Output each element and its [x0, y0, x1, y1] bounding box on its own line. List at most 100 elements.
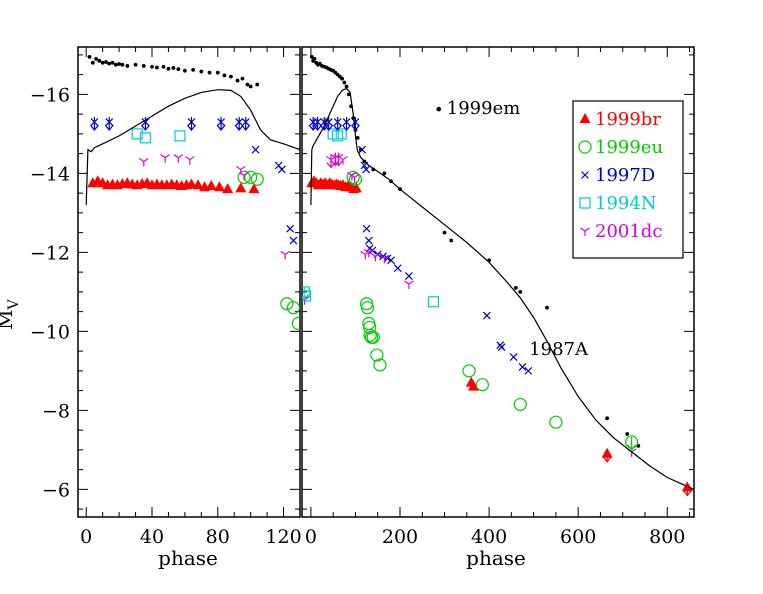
legend-marker-cross-icon: [581, 171, 589, 179]
legend-marker-square-icon: [579, 197, 591, 209]
data-point-1997D: [393, 264, 402, 273]
data-point-1997D: [362, 224, 371, 233]
legend-marker-circle-icon: [578, 140, 592, 154]
data-point-2001dc: [280, 250, 291, 260]
data-point-1999eu: [366, 330, 380, 344]
data-point-1999eu: [250, 172, 264, 186]
data-point-1999em: [442, 230, 447, 235]
series-line-1987A: [85, 89, 300, 206]
data-point-1999eu: [462, 364, 476, 378]
data-point-1999br: [222, 183, 234, 194]
data-point-1999em: [312, 56, 317, 61]
data-point-1999em: [125, 64, 130, 68]
data-point-1999em: [97, 58, 102, 63]
data-point-1999em: [141, 64, 146, 68]
data-point-1994N: [174, 130, 186, 142]
y-axis-label-main: M: [0, 310, 17, 330]
data-point-2001dc: [363, 248, 374, 258]
y-tick-label: −6: [42, 479, 70, 501]
data-point-1999em: [207, 70, 212, 75]
data-point-1999br: [248, 183, 260, 194]
data-point-1999eu: [513, 397, 527, 412]
data-point-1999br: [185, 178, 197, 189]
series-1999br: [87, 175, 260, 194]
y-tick-label: −16: [30, 84, 70, 106]
legend-box: [572, 100, 684, 259]
data-point-1999em: [107, 61, 112, 66]
data-point-1999em: [605, 416, 610, 421]
data-point-1999em: [120, 62, 125, 67]
x-tick-label: 80: [206, 526, 230, 548]
annotation-1987A: 1987A: [529, 339, 589, 360]
data-point-1999eu: [360, 301, 375, 315]
x-tick-label: 0: [305, 526, 317, 548]
data-point-1997D: [387, 256, 396, 265]
data-point-1999eu: [363, 320, 377, 335]
legend-marker-tristar-icon: [580, 227, 590, 236]
data-point-1999eu: [370, 348, 384, 362]
data-point-1999em: [176, 67, 181, 72]
plot-area: [302, 54, 694, 497]
series-1987A: [85, 89, 300, 206]
data-point-1997D: [383, 254, 392, 263]
y-tick-label: −12: [30, 242, 70, 264]
upper-limit-2001dc: [326, 152, 343, 169]
data-point-1999em: [235, 78, 240, 83]
annotation-dot: [436, 106, 442, 112]
data-point-1999em: [110, 60, 115, 65]
data-point-2001dc: [173, 154, 184, 163]
x-tick-label: 400: [471, 526, 507, 548]
data-point-1994N: [302, 290, 312, 302]
data-point-1997D: [362, 165, 371, 174]
data-point-1999eu: [286, 301, 300, 315]
upper-limit-1997D: [89, 117, 251, 132]
series-1994N: [302, 128, 440, 308]
data-point-1999eu: [237, 170, 251, 184]
upper-limit-arrow: [319, 117, 329, 132]
data-point-1999eu: [475, 378, 490, 392]
upper-limit-1999eu: [627, 436, 637, 451]
data-point-1997D: [289, 236, 298, 245]
series-1999eu: [346, 170, 639, 449]
data-point-1999eu: [346, 170, 360, 184]
plot-area: [85, 54, 300, 331]
data-point-1997D: [379, 252, 387, 261]
data-point-1999em: [171, 66, 176, 70]
data-point-1999em: [133, 62, 138, 67]
data-point-1997D: [286, 224, 295, 233]
upper-limit-arrow: [333, 117, 343, 132]
data-point-1999em: [182, 68, 187, 73]
upper-limit-arrow: [234, 117, 244, 132]
upper-limit-1994N: [302, 286, 309, 301]
legend-label-1999br: 1999br: [595, 109, 661, 130]
series-1994N: [131, 128, 186, 144]
data-point-2001dc: [239, 171, 249, 181]
data-point-1999em: [94, 56, 98, 61]
data-point-1999em: [113, 62, 118, 67]
data-point-1999em: [248, 84, 253, 89]
data-point-1999em: [255, 82, 260, 87]
x-tick-label: 120: [265, 526, 301, 548]
data-point-1999em: [382, 171, 387, 176]
data-point-1994N: [139, 132, 152, 144]
x-tick-label: 600: [560, 526, 596, 548]
series-line-1987A: [310, 87, 694, 490]
data-point-1999em: [90, 60, 95, 65]
upper-limit-arrow: [602, 448, 612, 463]
data-point-1994N: [335, 128, 347, 140]
x-tick-label: 200: [382, 526, 418, 548]
data-point-2001dc: [338, 156, 348, 165]
x-tick-label: 0: [80, 526, 92, 548]
data-point-2001dc: [404, 280, 414, 289]
upper-limit-arrow: [627, 436, 637, 451]
data-point-1997D: [482, 311, 491, 320]
data-point-1999eu: [373, 358, 387, 372]
data-point-1999em: [245, 82, 250, 87]
data-point-1999em: [155, 65, 159, 70]
data-point-1999em: [161, 64, 166, 69]
legend-label-2001dc: 2001dc: [595, 221, 662, 242]
data-point-1999eu: [291, 316, 300, 331]
data-point-1999br: [468, 380, 479, 391]
